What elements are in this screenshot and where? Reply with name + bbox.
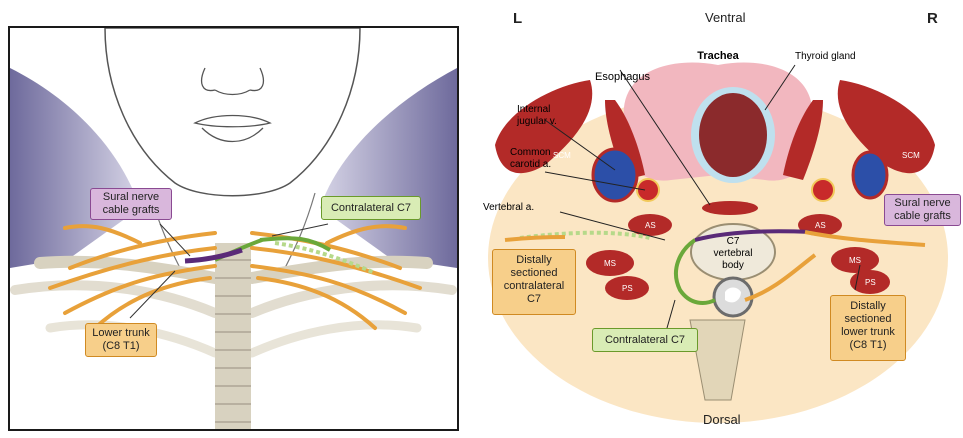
distal-lower-line-4: (C8 T1)	[831, 339, 905, 352]
ps-right-text: PS	[865, 278, 876, 287]
ventral-orientation: Ventral	[705, 10, 745, 25]
carotid-text-1: Common	[510, 147, 551, 158]
distal-lower-line-2: sectioned	[831, 313, 905, 326]
lower-trunk-label-line-1: Lower trunk	[86, 327, 156, 340]
distal-c7-line-1: Distally	[493, 254, 575, 267]
sural-graft-right-line-2: cable grafts	[885, 210, 960, 223]
distal-c7-line-4: C7	[493, 293, 575, 306]
sural-graft-label-line-2: cable grafts	[91, 204, 171, 217]
trachea	[699, 93, 767, 177]
face-outline	[105, 28, 360, 196]
thyroid-text: Thyroid gland	[795, 51, 856, 62]
internal-jugular-right	[853, 152, 887, 198]
scm-left-text: SCM	[553, 151, 571, 160]
distal-lower-line-3: lower trunk	[831, 326, 905, 339]
vertebra-text-2: vertebral	[714, 248, 753, 259]
sural-graft-label-line-1: Sural nerve	[91, 191, 171, 204]
scm-right-text: SCM	[902, 151, 920, 160]
carotid-right	[812, 179, 834, 201]
esophagus	[702, 201, 758, 215]
distal-c7-line-3: contralateral	[493, 280, 575, 293]
lower-trunk-label-line-2: (C8 T1)	[86, 340, 156, 353]
right-orientation: R	[927, 10, 938, 27]
distal-lower-line-1: Distally	[831, 300, 905, 313]
vertebra-text-1: C7	[727, 236, 740, 247]
as-right-text: AS	[815, 221, 826, 230]
ms-left-text: MS	[604, 259, 616, 268]
ijv-text-1: Internal	[517, 104, 550, 115]
carotid-left	[637, 179, 659, 201]
ps-left-text: PS	[622, 284, 633, 293]
sural-graft-label: Sural nerve cable grafts	[90, 188, 172, 220]
contralateral-c7-label: Contralateral C7	[321, 196, 421, 220]
neck-illustration	[10, 28, 457, 429]
vertebral-text: Vertebral a.	[483, 202, 534, 213]
distal-c7-label: Distally sectioned contralateral C7	[492, 249, 576, 315]
sural-graft-right-line-1: Sural nerve	[885, 197, 960, 210]
neck-illustration-panel: Sural nerve cable grafts Contralateral C…	[8, 26, 459, 431]
ms-right-text: MS	[849, 256, 861, 265]
cervical-spine	[215, 243, 251, 429]
trachea-text: Trachea	[697, 50, 739, 62]
ijv-text-2: jugular v.	[516, 116, 557, 127]
dorsal-orientation: Dorsal	[703, 412, 741, 427]
distal-c7-line-2: sectioned	[493, 267, 575, 280]
as-left-text: AS	[645, 221, 656, 230]
esophagus-text: Esophagus	[595, 71, 651, 83]
cross-section-panel: Trachea Thyroid gland Esophagus Internal…	[465, 0, 963, 433]
lower-trunk-label: Lower trunk (C8 T1)	[85, 323, 157, 357]
vertebra-text-3: body	[722, 260, 744, 271]
left-orientation: L	[513, 10, 522, 27]
distal-lower-trunk-label: Distally sectioned lower trunk (C8 T1)	[830, 295, 906, 361]
internal-jugular-left	[593, 149, 637, 201]
carotid-text-2: carotid a.	[510, 159, 551, 170]
sural-graft-label-right: Sural nerve cable grafts	[884, 194, 961, 226]
contralateral-c7-label-right: Contralateral C7	[592, 328, 698, 352]
contralateral-leader	[272, 224, 328, 236]
right-rib-2	[252, 325, 417, 353]
